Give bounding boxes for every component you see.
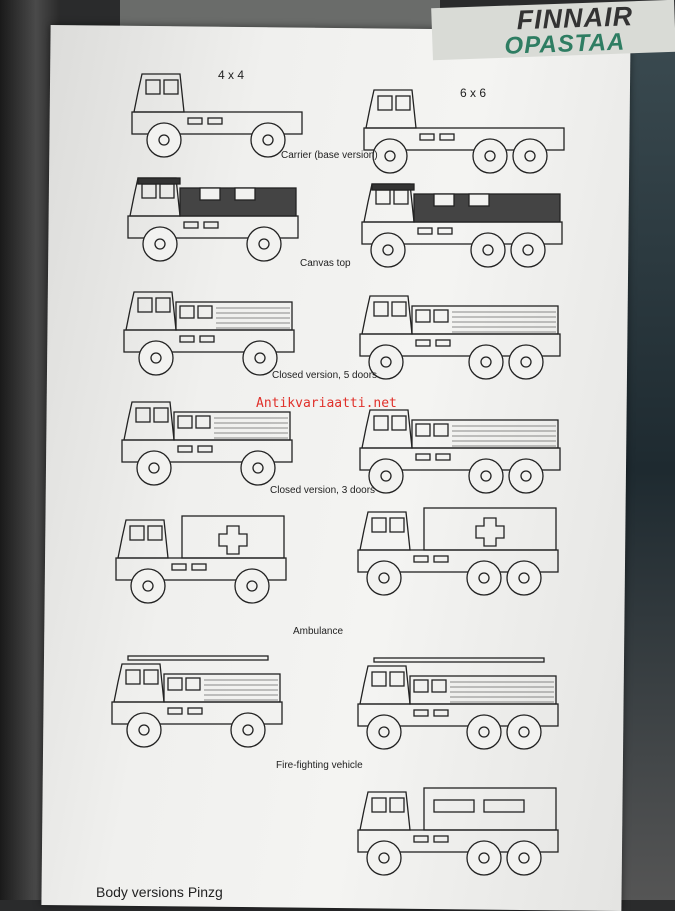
caption-ambulance: Ambulance xyxy=(293,626,344,637)
truck-6x6-closed xyxy=(356,284,566,409)
caption-carrier: Carrier (base version) xyxy=(281,150,378,161)
truck-4x4-canvas xyxy=(124,166,304,291)
header-6x6: 6 x 6 xyxy=(460,86,487,100)
truck-6x6-carrier xyxy=(360,78,570,203)
truck-4x4-closed xyxy=(118,390,298,515)
magazine-cover: FINNAIR OPASTAA xyxy=(431,0,675,61)
header-4x4: 4 x 4 xyxy=(218,68,245,82)
truck-4x4-fire xyxy=(108,652,288,777)
truck-6x6-fire xyxy=(354,654,564,779)
truck-6x6-ambulance xyxy=(354,500,564,625)
caption-closed-5: Closed version, 5 doors xyxy=(272,370,378,381)
truck-6x6-closed xyxy=(356,398,566,523)
truck-4x4-carrier xyxy=(128,62,308,187)
watermark: Antikvariaatti.net xyxy=(256,396,397,411)
footer-text: Body versions Pinzg xyxy=(96,884,223,900)
caption-closed-3: Closed version, 3 doors xyxy=(270,485,376,496)
caption-canvas: Canvas top xyxy=(300,258,351,269)
truck-4x4-ambulance xyxy=(112,508,292,633)
magazine-subtitle: OPASTAA xyxy=(504,28,626,60)
truck-6x6-box xyxy=(354,780,564,905)
truck-6x6-canvas xyxy=(358,172,568,297)
truck-4x4-closed xyxy=(120,280,300,405)
caption-fire: Fire-fighting vehicle xyxy=(276,760,363,771)
